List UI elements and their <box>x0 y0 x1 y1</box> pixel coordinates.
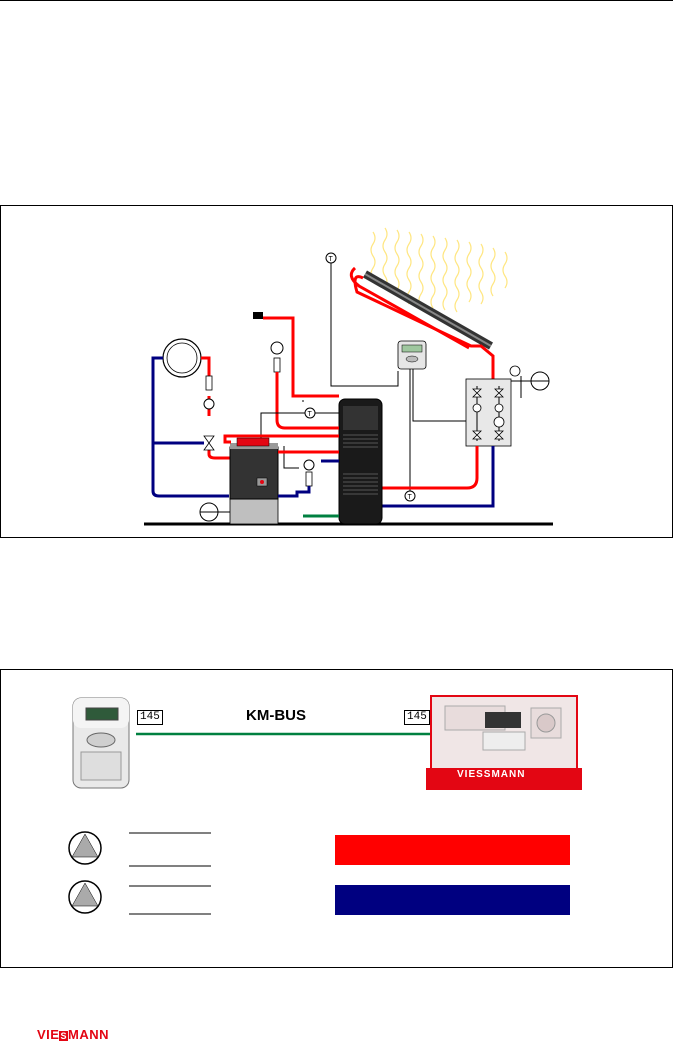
svg-text:T: T <box>329 256 334 263</box>
temp-sensor-icon <box>325 252 337 264</box>
solar-collector <box>363 270 493 350</box>
solar-station <box>465 378 512 447</box>
top-rule <box>0 0 673 1</box>
bus-address-tag-right: 145 <box>404 710 430 725</box>
viessmann-logo: VIESMANN <box>37 1027 109 1042</box>
pump-icon <box>68 880 102 914</box>
km-bus-label: KM-BUS <box>246 707 306 724</box>
hydraulic-schematic: T <box>144 227 553 526</box>
boiler-control-unit-icon <box>426 695 582 790</box>
flow-color-bar <box>335 835 570 865</box>
boiler <box>229 437 279 525</box>
bus-diagram <box>68 695 582 915</box>
svg-text:T: T <box>308 411 313 418</box>
radiator-icon <box>162 338 202 378</box>
bus-address-tag-left: 145 <box>137 710 163 725</box>
return-color-bar <box>335 885 570 915</box>
svg-text:T: T <box>408 494 413 501</box>
circulation-pump-icon <box>270 341 284 355</box>
pressure-gauge-icon <box>509 365 521 377</box>
hydraulic-schematic-panel: T <box>0 205 673 538</box>
boiler-brand-label: VIESSMANN <box>457 769 526 780</box>
sun-rays <box>370 227 508 313</box>
pump-icon <box>68 831 102 865</box>
storage-tank <box>338 398 383 525</box>
solar-controller-icon <box>397 340 427 370</box>
bus-legend-panel: 145 KM-BUS 145 VIESSMANN <box>0 669 673 968</box>
solar-controller-device-icon <box>72 697 130 789</box>
